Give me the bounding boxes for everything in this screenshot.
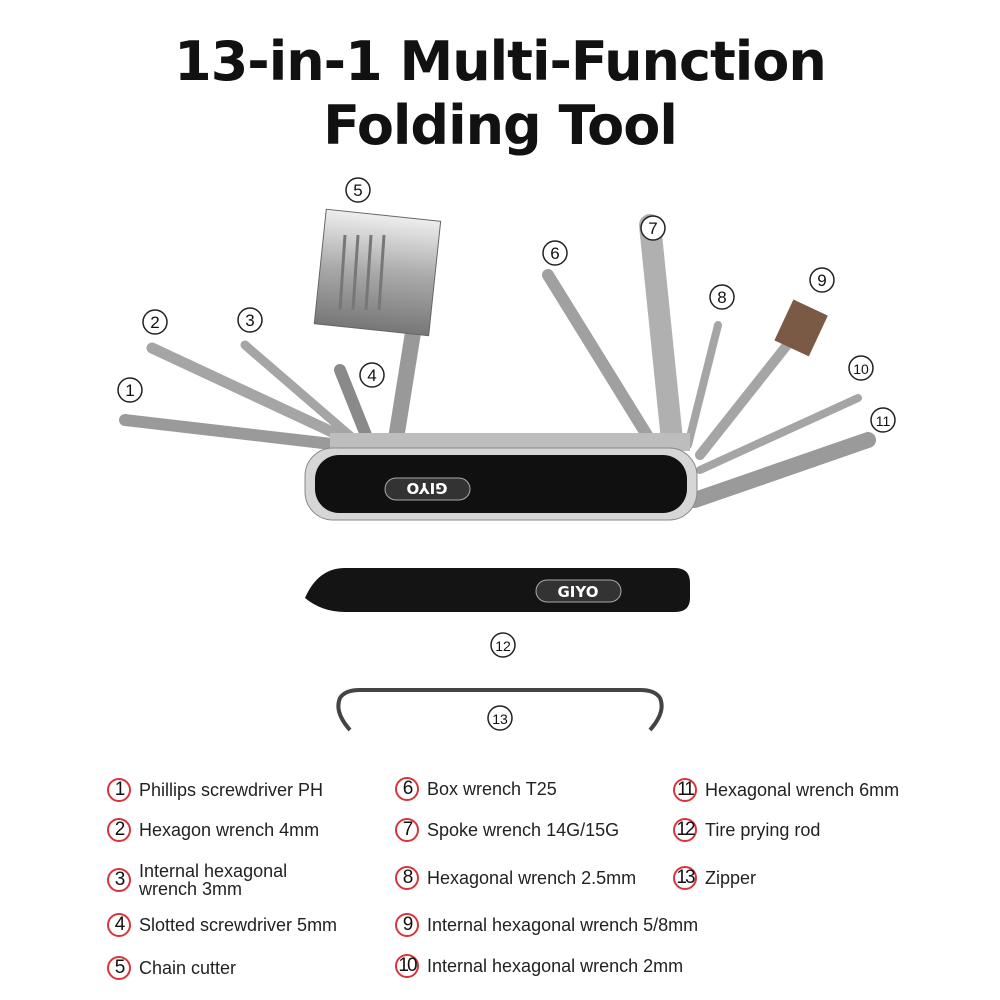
legend-item: 3 Internal hexagonal wrench 3mm: [107, 862, 337, 898]
legend-item: 12 Tire prying rod: [673, 818, 820, 842]
bit-11-hex-6mm: [687, 432, 876, 508]
legend-item: 7 Spoke wrench 14G/15G: [395, 818, 619, 842]
legend-item: 1 Phillips screwdriver PH: [107, 778, 323, 802]
callout-9: 9: [809, 267, 835, 293]
svg-text:4: 4: [367, 366, 376, 385]
callout-12: 12: [490, 632, 516, 658]
svg-text:10: 10: [853, 361, 869, 377]
legend-label: Spoke wrench 14G/15G: [427, 820, 620, 840]
svg-text:13: 13: [492, 711, 508, 727]
callout-8: 8: [709, 284, 735, 310]
legend-label: Hexagon wrench 4mm: [139, 820, 320, 840]
legend-label: Hexagonal wrench 6mm: [705, 780, 900, 800]
bit-3-hex-3mm: [240, 340, 360, 445]
legend-label: Phillips screwdriver PH: [139, 780, 324, 800]
bit-4-slotted: [334, 364, 376, 451]
legend-label: Internal hexagonal wrench 5/8mm: [427, 915, 699, 935]
tool-illustration: GIYO GIYO 1 2 3 4 5 6 7 8 9 10 11 12 13: [117, 177, 896, 732]
legend-number: 6: [395, 777, 419, 801]
tool-bits: [119, 214, 876, 508]
page-title: 13-in-1 Multi-Function Folding Tool: [0, 30, 1000, 158]
legend-label: Hexagonal wrench 2.5mm: [427, 868, 637, 888]
bit-9-hex-5-8mm: [695, 330, 800, 460]
legend-number: 4: [107, 913, 131, 937]
bit-9-socket: [774, 299, 828, 357]
legend-item: 6 Box wrench T25: [395, 777, 557, 801]
callout-7: 7: [640, 215, 666, 241]
callout-6: 6: [542, 240, 568, 266]
bit-8-hex-2.5mm: [684, 321, 722, 449]
brand-logo: GIYO: [407, 479, 448, 497]
svg-text:11: 11: [876, 413, 891, 429]
legend-label: Tire prying rod: [705, 820, 821, 840]
chain-cutter-block: [313, 208, 442, 337]
callout-5: 5: [345, 177, 371, 203]
legend-item: 9 Internal hexagonal wrench 5/8mm: [395, 913, 698, 937]
lever-logo: GIYO: [558, 583, 599, 601]
svg-text:3: 3: [245, 311, 254, 330]
legend-label: Internal hexagonal wrench 3mm: [139, 861, 288, 899]
legend-number: 3: [107, 868, 131, 892]
chain-cutter-grooves: [338, 234, 386, 311]
svg-text:5: 5: [353, 181, 362, 200]
title-line-1: 13-in-1 Multi-Function: [174, 30, 827, 93]
callout-11: 11: [870, 407, 896, 433]
svg-text:2: 2: [150, 313, 159, 332]
callout-1: 1: [117, 377, 143, 403]
legend-number: 12: [673, 818, 697, 842]
legend-item: 2 Hexagon wrench 4mm: [107, 818, 319, 842]
callout-2: 2: [142, 309, 168, 335]
callouts: 1 2 3 4 5 6 7 8 9 10 11 12 13: [117, 177, 896, 731]
legend-item: 13 Zipper: [673, 866, 756, 890]
bit-1-phillips: [119, 414, 346, 451]
title-line-2: Folding Tool: [323, 94, 678, 157]
callout-10: 10: [848, 355, 874, 381]
legend-number: 13: [673, 866, 697, 890]
bit-6-t25: [542, 269, 656, 446]
legend-number: 10: [395, 954, 419, 978]
legend-number: 8: [395, 866, 419, 890]
legend-item: 11 Hexagonal wrench 6mm: [673, 778, 899, 802]
legend-item: 4 Slotted screwdriver 5mm: [107, 913, 337, 937]
legend-item: 8 Hexagonal wrench 2.5mm: [395, 866, 636, 890]
zipper-hook: [336, 688, 664, 732]
legend-number: 11: [673, 778, 697, 802]
svg-text:1: 1: [125, 381, 134, 400]
legend-label: Internal hexagonal wrench 2mm: [427, 956, 684, 976]
callout-3: 3: [237, 307, 263, 333]
legend-item: 5 Chain cutter: [107, 956, 236, 980]
legend-label: Chain cutter: [139, 958, 237, 978]
svg-text:6: 6: [550, 244, 559, 263]
callout-4: 4: [359, 362, 385, 388]
svg-text:8: 8: [717, 288, 726, 307]
bit-7-spoke: [639, 214, 683, 451]
callout-13: 13: [487, 705, 513, 731]
legend-number: 2: [107, 818, 131, 842]
legend-label: Slotted screwdriver 5mm: [139, 915, 338, 935]
legend-label: Zipper: [705, 868, 757, 888]
svg-text:12: 12: [495, 638, 511, 654]
legend-number: 1: [107, 778, 131, 802]
svg-text:9: 9: [817, 271, 826, 290]
legend-label: Box wrench T25: [427, 779, 557, 799]
legend-number: 7: [395, 818, 419, 842]
svg-text:7: 7: [648, 219, 657, 238]
legend-number: 5: [107, 956, 131, 980]
legend-number: 9: [395, 913, 419, 937]
tire-lever: [305, 568, 690, 612]
legend-item: 10 Internal hexagonal wrench 2mm: [395, 954, 683, 978]
bit-2-hex-4mm: [146, 342, 351, 444]
bit-5-chain-cutter-pin: [387, 312, 423, 453]
bit-10-hex-2mm: [696, 394, 862, 474]
